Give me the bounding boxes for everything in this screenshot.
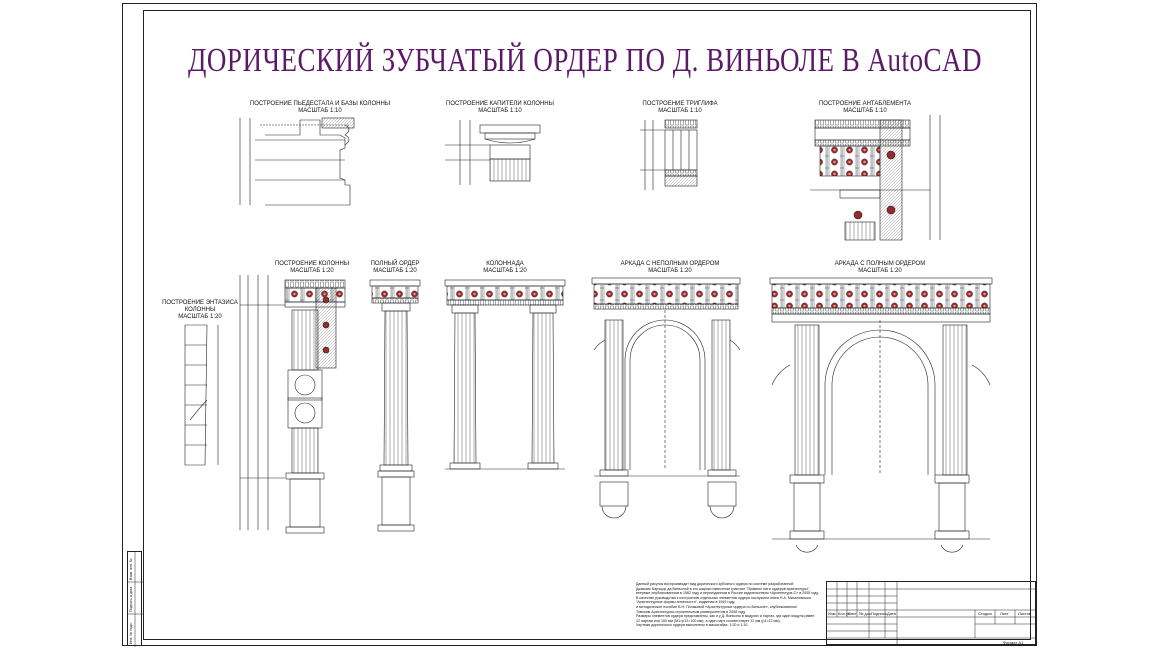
note-line: Чертежи дорического ордера выполнены в м…	[636, 623, 749, 628]
drawing-notes: Данный рисунок воспроизводит вид доричес…	[636, 582, 822, 628]
note-line: В качестве руководства к построению отде…	[636, 595, 812, 600]
title-block-grid	[827, 582, 1037, 646]
note-line: Размеры элементов ордера представлены, к…	[636, 614, 815, 619]
full-order-drawing	[369, 279, 421, 532]
arcade-incomplete-drawing	[591, 277, 741, 519]
stamp-stage-label: Стадия	[978, 611, 992, 616]
note-line: Данный рисунок воспроизводит вид доричес…	[636, 582, 794, 586]
stamp-col-label: Подпись	[871, 611, 887, 616]
side-stamp-label: Инв. № подл.	[129, 622, 133, 644]
entasis-diagram	[184, 324, 219, 466]
pedestal-base-detail	[239, 117, 355, 206]
side-stamp-label: Подпись и дата	[129, 586, 133, 612]
stamp-sheet-label: Лист	[1000, 611, 1009, 616]
entablature-detail	[810, 115, 941, 241]
column-construction	[239, 275, 346, 534]
note-line: Томским Архитектурно-строительным универ…	[636, 609, 746, 614]
title-block: Изм. Кол.уч Лист № док. Подпись Дата Ста…	[826, 581, 1037, 646]
triglyph-detail	[640, 119, 698, 190]
note-line: "Архитектурные формы античности", изданн…	[636, 600, 736, 605]
drawing-frame	[143, 10, 1031, 640]
stamp-col-label: Кол.уч	[838, 611, 850, 616]
drawing-sheet-border	[122, 3, 1037, 646]
side-stamp: Инв. № подл. Подпись и дата Взам. инв. №	[127, 551, 143, 647]
capital-detail	[445, 120, 541, 185]
colonnade-drawing	[444, 279, 566, 470]
side-stamp-grid	[128, 552, 143, 647]
stamp-col-label: Изм.	[828, 611, 837, 616]
note-line: 12 партам или 100 мм (М1=р12=100 мм), а …	[636, 618, 781, 623]
stamp-format: Формат А1	[1003, 640, 1024, 645]
note-line: и методическое пособие В.Н. Поляковой «А…	[636, 604, 797, 609]
stamp-col-label: Лист	[848, 611, 857, 616]
stamp-sheets-label: Листов	[1018, 611, 1031, 616]
side-stamp-label: Взам. инв. №	[129, 558, 133, 580]
drawing-title: ДОРИЧЕСКИЙ ЗУБЧАТЫЙ ОРДЕР ПО Д. ВИНЬОЛЕ …	[188, 41, 982, 79]
note-line: Джакомо Бароцци да Виньолой в его широко…	[636, 586, 810, 591]
stamp-col-label: № док.	[859, 611, 872, 616]
note-line: впервые опубликованном в 1562 году и пер…	[636, 591, 819, 596]
stamp-col-label: Дата	[887, 611, 896, 616]
arcade-full-drawing	[769, 277, 993, 553]
